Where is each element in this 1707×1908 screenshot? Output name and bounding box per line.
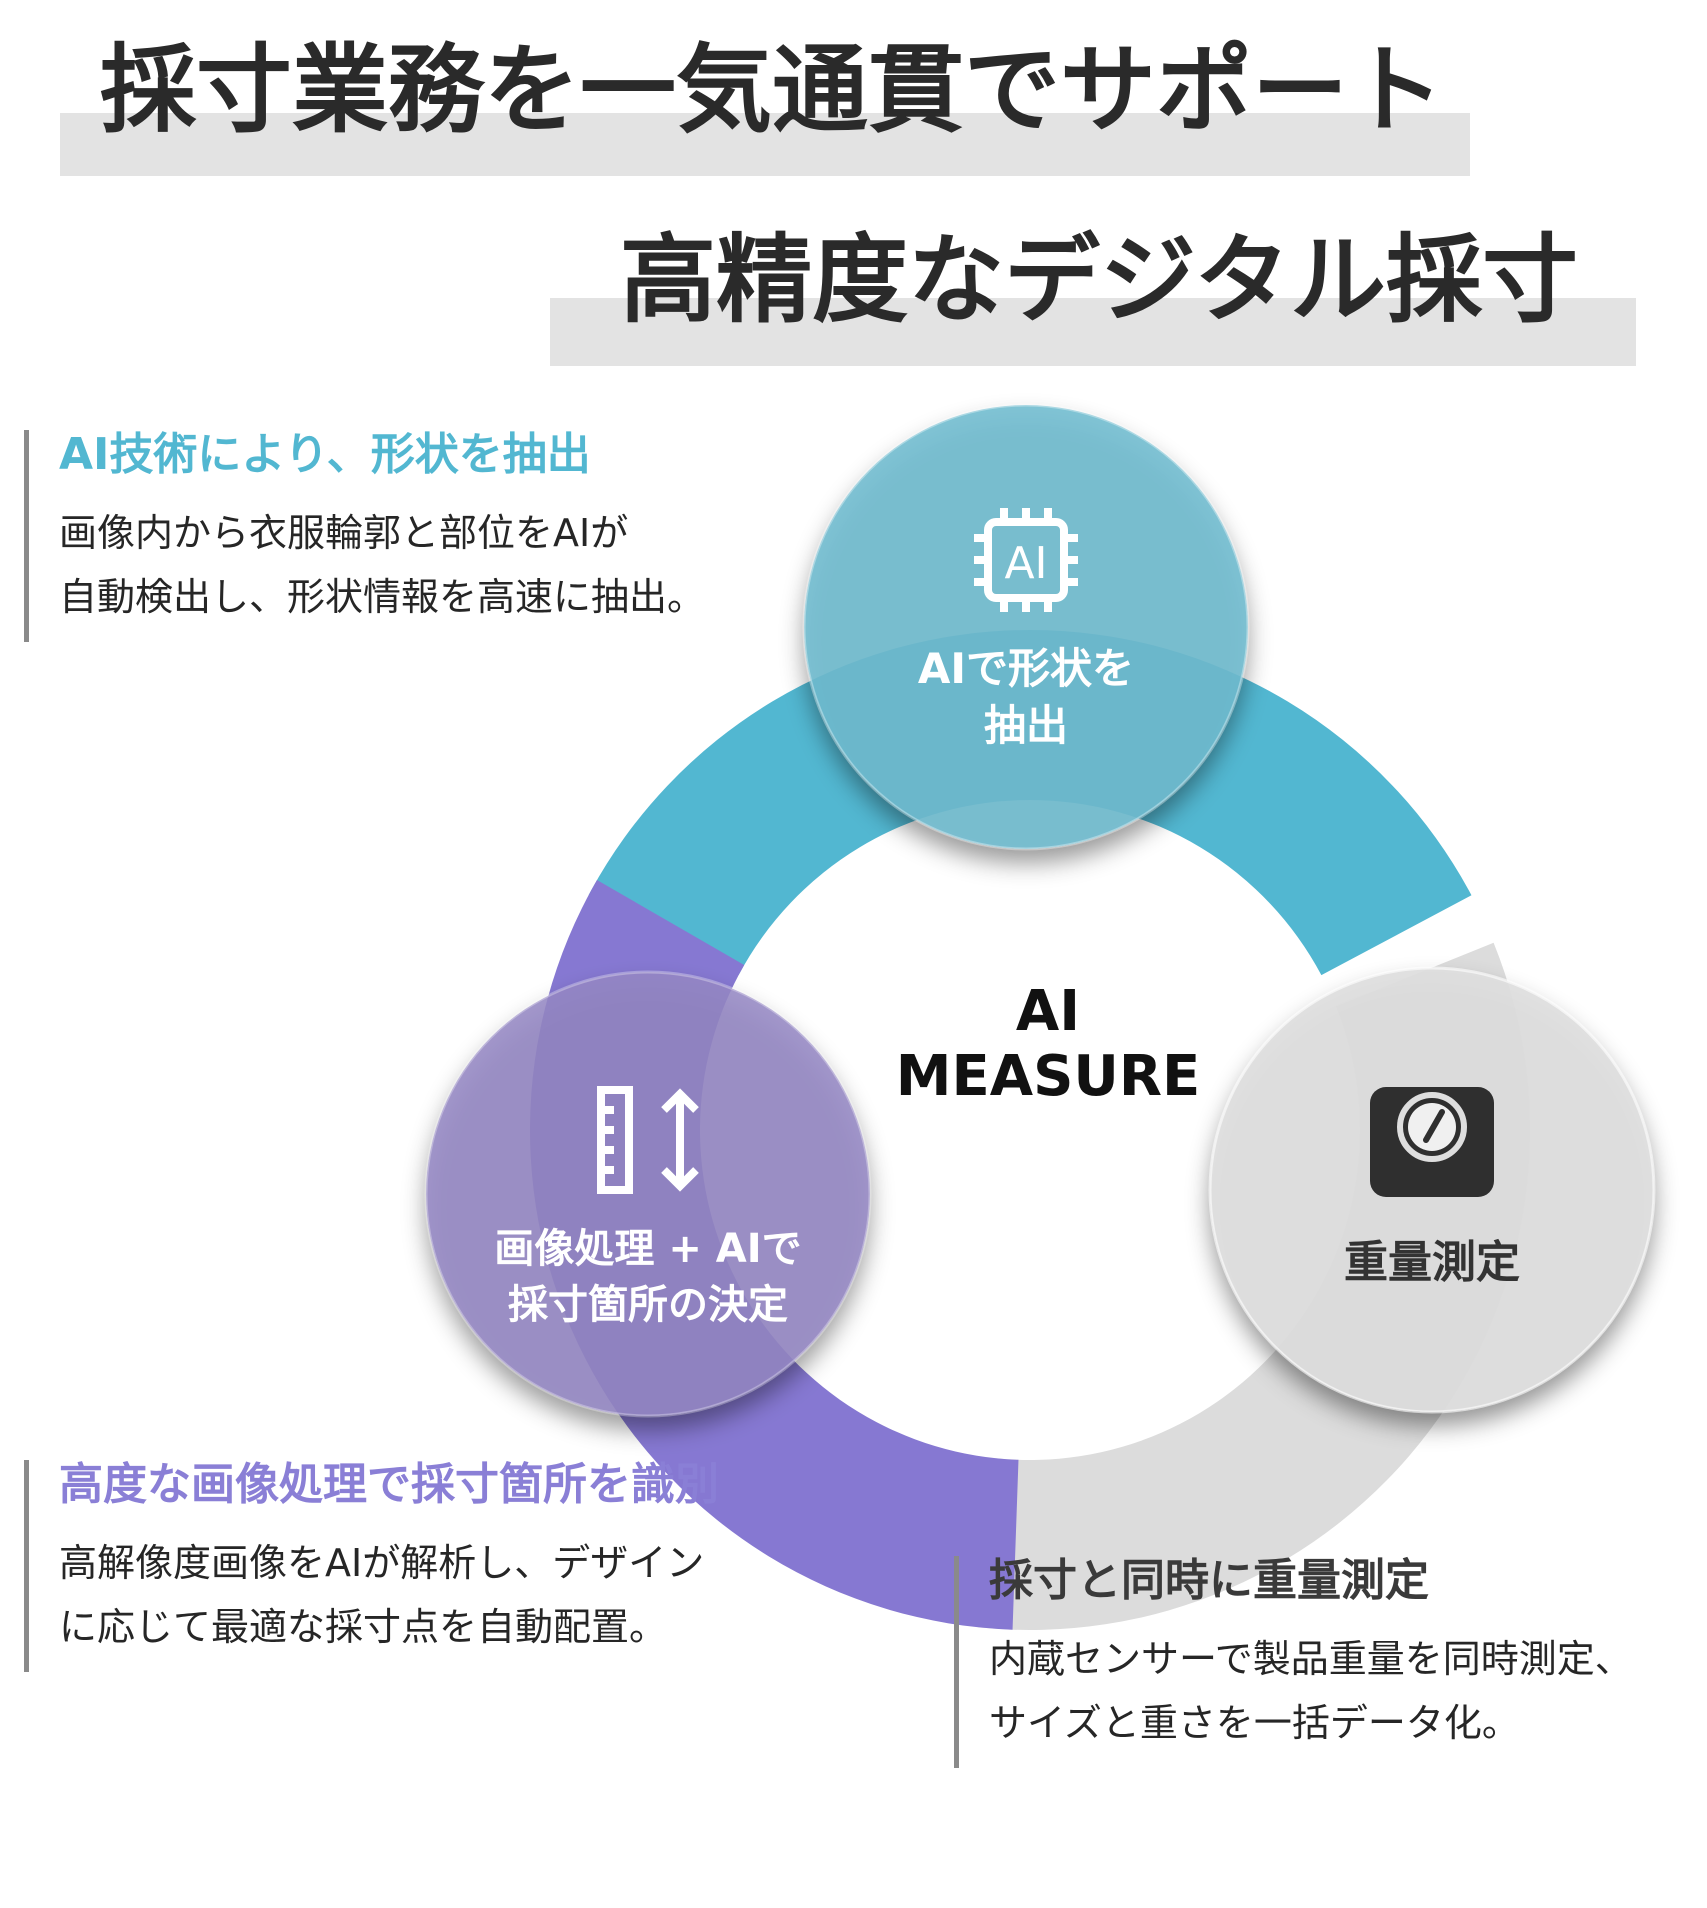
ring-segment-teal <box>588 630 1472 976</box>
sub-title: 高精度なデジタル採寸 <box>620 224 1579 336</box>
feature-ai-extraction: AI技術により、形状を抽出 画像内から衣服輪郭と部位をAIが 自動検出し、形状情… <box>24 429 705 642</box>
main-title: 採寸業務を一気通貫でサポート <box>100 34 1444 146</box>
title1-highlight <box>60 113 1470 176</box>
feature-weight-title: 採寸と同時に重量測定 <box>989 1555 1429 1606</box>
ai-chip-icon <box>974 508 1078 612</box>
feature-image-description: 高解像度画像をAIが解析し、デザイン に応じて最適な採寸点を自動配置。 <box>59 1531 719 1659</box>
feature-ai-line: 自動検出し、形状情報を高速に抽出。 <box>59 574 706 619</box>
scale-icon <box>1370 1087 1494 1197</box>
title2-highlight <box>550 298 1636 366</box>
node-ai-label-line1: AIで形状を <box>918 644 1134 693</box>
center-label-line1: AI <box>1016 979 1080 1044</box>
feature-image-title: 高度な画像処理で採寸箇所を識別 <box>59 1459 719 1510</box>
node-weight: 重量測定 <box>1208 966 1656 1414</box>
node-image-label-line2: 採寸箇所の決定 <box>508 1282 788 1328</box>
feature-image-processing: 高度な画像処理で採寸箇所を識別 高解像度画像をAIが解析し、デザイン に応じて最… <box>24 1459 719 1672</box>
feature-weight-line: サイズと重さを一括データ化。 <box>989 1700 1520 1745</box>
node-image: 画像処理 + AIで 採寸箇所の決定 <box>424 970 872 1418</box>
feature-ai-title: AI技術により、形状を抽出 <box>59 429 591 480</box>
measure-ruler-icon <box>597 1086 699 1194</box>
node-image-label-line1: 画像処理 + AIで <box>494 1226 801 1272</box>
feature-weight-description: 内蔵センサーで製品重量を同時測定、 サイズと重さを一括データ化。 <box>989 1627 1633 1755</box>
feature-image-line: 高解像度画像をAIが解析し、デザイン <box>59 1540 705 1585</box>
node-ai: AI AIで形状を 抽出 <box>802 403 1250 851</box>
feature-image-line: に応じて最適な採寸点を自動配置。 <box>59 1604 668 1649</box>
feature-ai-description: 画像内から衣服輪郭と部位をAIが 自動検出し、形状情報を高速に抽出。 <box>59 501 705 629</box>
center-label-line2: MEASURE <box>896 1044 1201 1109</box>
ai-chip-icon-text: AI <box>1004 538 1047 589</box>
node-weight-label: 重量測定 <box>1344 1237 1520 1288</box>
feature-weight-measurement: 採寸と同時に重量測定 内蔵センサーで製品重量を同時測定、 サイズと重さを一括デー… <box>954 1555 1633 1768</box>
feature-ai-line: 画像内から衣服輪郭と部位をAIが <box>59 510 629 555</box>
node-ai-label-line2: 抽出 <box>984 701 1068 750</box>
feature-weight-line: 内蔵センサーで製品重量を同時測定、 <box>989 1636 1633 1681</box>
